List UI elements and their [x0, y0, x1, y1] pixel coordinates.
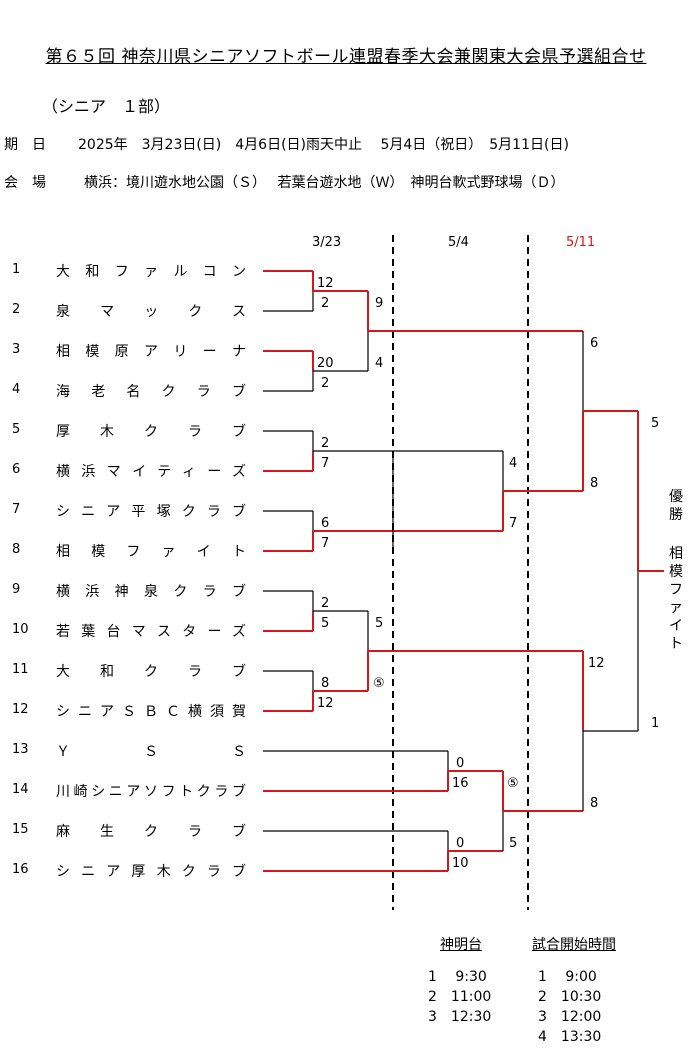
- team-name: シニア平塚クラブ: [56, 504, 246, 520]
- final-score: 1: [651, 716, 660, 731]
- round2-score: 4: [509, 456, 518, 471]
- round1-score: 7: [321, 456, 330, 471]
- round1-score: 10: [452, 856, 469, 871]
- semifinal-score: 8: [590, 796, 599, 811]
- round1-score: 0: [456, 756, 465, 771]
- venue-label: 会 場: [4, 175, 46, 191]
- date-label: 期 日: [4, 137, 46, 153]
- round2-date: 5/4: [448, 235, 469, 250]
- round1-date: 3/23: [312, 235, 342, 250]
- division-subtitle: （シニア １部）: [42, 97, 171, 116]
- venue-schedule-title: 神明台: [440, 937, 482, 953]
- team-name: 大和ファルコン: [56, 264, 246, 280]
- round1-score: 2: [321, 296, 330, 311]
- venue-schedule-row: 2 11:00: [428, 989, 492, 1005]
- semifinal-score: 6: [590, 336, 599, 351]
- round2-score: ⑤: [373, 676, 385, 691]
- team-number: 10: [12, 622, 29, 637]
- round2-score: 7: [509, 516, 518, 531]
- team-number: 1: [12, 262, 21, 277]
- start-time-row: 2 10:30: [538, 989, 602, 1005]
- round1-score: 5: [321, 616, 330, 631]
- team-number: 12: [12, 702, 29, 717]
- champion-team: 相模ファイト: [669, 546, 683, 652]
- round2-score: ⑤: [507, 776, 519, 791]
- team-name: 若葉台マスターズ: [56, 624, 246, 640]
- start-time-row: 4 13:30: [538, 1029, 602, 1045]
- round1-score: 0: [456, 836, 465, 851]
- round1-score: 2: [321, 436, 330, 451]
- round1-score: 2: [321, 596, 330, 611]
- team-number: 5: [12, 422, 21, 437]
- team-name: 川崎シニアソフトクラブ: [56, 784, 246, 800]
- team-number: 13: [12, 742, 29, 757]
- team-number: 4: [12, 382, 21, 397]
- round2-score: 5: [375, 616, 384, 631]
- page-title: 第６５回 神奈川県シニアソフトボール連盟春季大会兼関東大会県予選組合せ: [45, 47, 647, 67]
- final-score: 5: [651, 416, 660, 431]
- team-number: 6: [12, 462, 21, 477]
- team-number: 11: [12, 662, 29, 677]
- round2-score: 9: [375, 296, 384, 311]
- team-name: 麻生クラブ: [56, 824, 246, 840]
- venue-value: 横浜：境川遊水地公園（Ｓ） 若葉台遊水地（Ｗ） 神明台軟式野球場（Ｄ）: [84, 175, 565, 191]
- round1-score: 6: [321, 516, 330, 531]
- round2-score: 4: [375, 356, 384, 371]
- team-name: 相模原アリーナ: [56, 344, 246, 360]
- team-number: 8: [12, 542, 21, 557]
- round1-score: 12: [317, 276, 334, 291]
- team-number: 15: [12, 822, 29, 837]
- round1-score: 12: [317, 696, 334, 711]
- date-value: 2025年 3月23日(日) 4月6日(日)雨天中止 5月4日（祝日） 5月11…: [78, 137, 569, 153]
- team-name: シニアＳＢＣ横須賀: [56, 704, 246, 720]
- team-number: 14: [12, 782, 29, 797]
- team-number: 9: [12, 582, 21, 597]
- team-name: 海老名クラブ: [56, 384, 246, 400]
- team-name: 横浜神泉クラブ: [56, 584, 246, 600]
- round1-score: 2: [321, 376, 330, 391]
- round1-score: 20: [317, 356, 334, 371]
- semifinal-score: 12: [588, 656, 605, 671]
- team-name: 泉マックス: [56, 304, 246, 320]
- venue-schedule-row: 3 12:30: [428, 1009, 492, 1025]
- round3-date: 5/11: [566, 235, 596, 250]
- champion-label: 優勝: [669, 489, 683, 523]
- venue-schedule-row: 1 9:30: [428, 969, 487, 985]
- round1-score: 7: [321, 536, 330, 551]
- semifinal-score: 8: [590, 476, 599, 491]
- team-name: 厚木クラブ: [56, 424, 246, 440]
- start-time-row: 1 9:00: [538, 969, 597, 985]
- team-number: 7: [12, 502, 21, 517]
- team-name: 大和クラブ: [56, 664, 246, 680]
- round1-score: 16: [452, 776, 469, 791]
- round1-score: 8: [321, 676, 330, 691]
- start-times-title: 試合開始時間: [532, 937, 616, 953]
- team-name: 相模ファイト: [56, 544, 246, 560]
- team-number: 16: [12, 862, 29, 877]
- round2-score: 5: [509, 836, 518, 851]
- team-number: 3: [12, 342, 21, 357]
- team-name: 横浜マイティーズ: [56, 464, 246, 480]
- team-name: シニア厚木クラブ: [56, 864, 246, 880]
- team-number: 2: [12, 302, 21, 317]
- team-name: ＹＳＳ: [56, 744, 246, 760]
- start-time-row: 3 12:00: [538, 1009, 602, 1025]
